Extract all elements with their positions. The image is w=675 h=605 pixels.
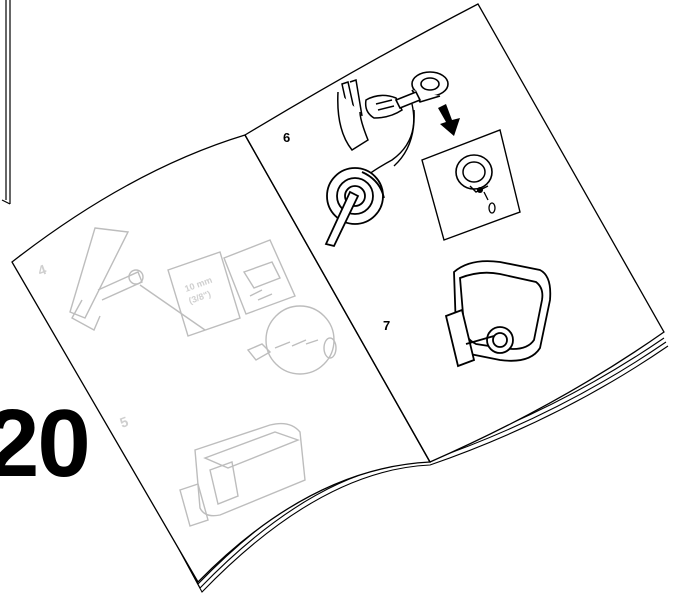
step-number-6: 6: [283, 130, 290, 145]
page-number: 20: [0, 396, 89, 492]
step-number-7: 7: [383, 318, 390, 333]
previous-booklet-edge: [2, 0, 10, 204]
tool-box-icon: [446, 261, 550, 366]
